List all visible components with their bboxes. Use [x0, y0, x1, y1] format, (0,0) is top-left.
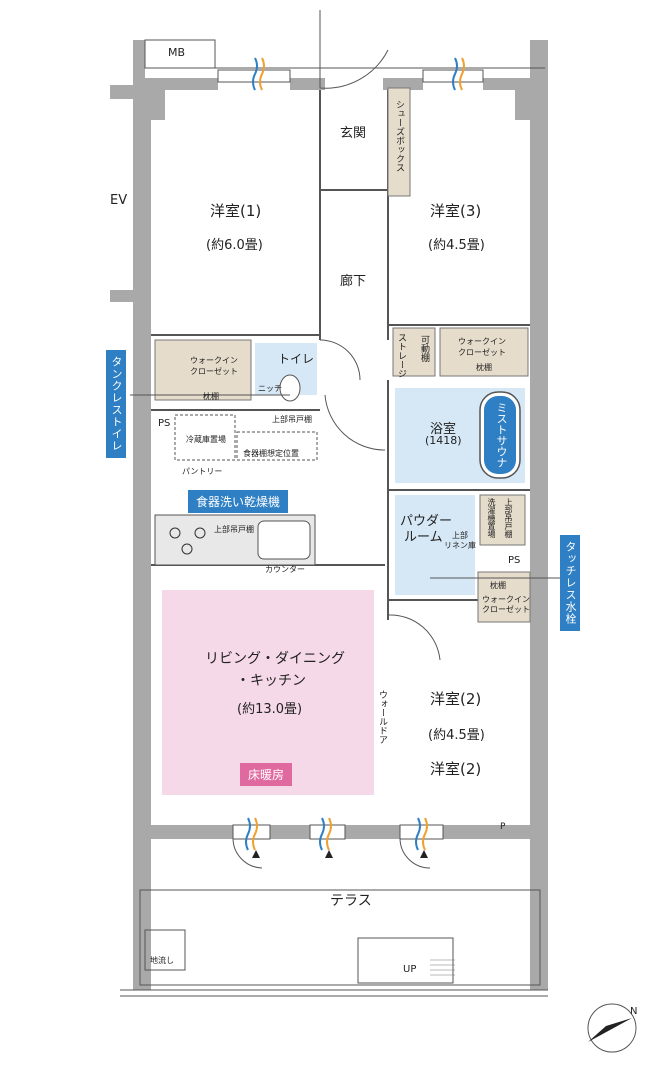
wic-top-label-1: ウォークイン	[458, 337, 506, 346]
wic-bottom	[477, 571, 531, 623]
western3-name: 洋室(3)	[430, 202, 482, 220]
up-label: UP	[403, 964, 417, 975]
western1-size: (約6.0畳)	[206, 238, 263, 253]
wic-left	[154, 339, 252, 401]
compass-icon: N	[587, 1003, 637, 1053]
bath-name: 浴室	[430, 422, 457, 437]
wic-top-shelf: 枕棚	[476, 363, 492, 372]
upper-cabinet-powder: 上部吊戸棚	[504, 498, 513, 538]
shoe-box	[387, 87, 411, 197]
upper-cabinet-kitchen: 上部吊戸棚	[214, 525, 254, 534]
western2-name: 洋室(2)	[430, 690, 482, 708]
powder-line1: パウダー	[400, 514, 453, 529]
western3-size: (約4.5畳)	[428, 238, 485, 253]
floor-heating-tag: 床暖房	[240, 763, 293, 786]
tankless-toilet-tag: タンクレストイレ	[106, 350, 126, 458]
hallway-label: 廊下	[340, 274, 367, 289]
wic-left-label-1: ウォークイン	[190, 356, 238, 365]
toilet-label: トイレ	[278, 352, 315, 366]
wic-top-right	[439, 327, 529, 377]
ldk-floor-heating-area	[162, 590, 374, 795]
terrace-label: テラス	[330, 893, 372, 909]
shoebox-label: シューズボックス	[394, 100, 404, 172]
wic-bottom-shelf: 枕棚	[490, 581, 506, 590]
svg-text:N: N	[630, 1006, 637, 1017]
stove-icon	[169, 527, 206, 555]
wic-bottom-label-2: クローゼット	[482, 605, 530, 614]
upper-linen-label: 上部	[452, 531, 468, 540]
sink-icon	[257, 520, 311, 560]
touchless-faucet-tag: タッチレス水栓	[560, 535, 580, 631]
fridge-label: 冷蔵庫置場	[186, 435, 226, 444]
ldk-name-2: ・キッチン	[236, 673, 306, 689]
movable-shelf-label: 可動棚	[419, 335, 429, 362]
mb-label: MB	[168, 46, 186, 59]
washer-area	[479, 494, 526, 546]
walls	[110, 40, 548, 990]
dishwasher-tag: 食器洗い乾燥機	[188, 490, 289, 513]
mist-sauna-tag: ミストサウナ	[495, 402, 508, 468]
wic-left-shelf: 枕棚	[203, 392, 219, 401]
p-mark: P	[500, 822, 506, 832]
wic-top-label-2: クローゼット	[458, 348, 506, 357]
ps-right: PS	[508, 555, 521, 566]
doors	[232, 10, 441, 869]
upper-cabinet-toilet: 上部吊戸棚	[272, 415, 312, 424]
dish-shelf-label: 食器棚想定位置	[243, 449, 299, 458]
niche-label: ニッチ	[258, 384, 282, 393]
bath-size: (1418)	[425, 434, 462, 447]
storage-label: ストレージ	[396, 333, 406, 378]
powder-line2: ルーム	[404, 530, 443, 545]
wic-bottom-label-1: ウォークイン	[482, 595, 530, 604]
pantry-label: パントリー	[182, 467, 223, 476]
terrace-outline	[120, 889, 548, 997]
washer-label: 洗濯機置場	[487, 498, 496, 538]
ps-left: PS	[158, 418, 171, 429]
western1-name: 洋室(1)	[210, 202, 262, 220]
floor-drain-label: 地流し	[150, 956, 174, 965]
counter-label: カウンター	[265, 565, 305, 574]
toilet-icon	[279, 374, 301, 402]
wic-left-label-2: クローゼット	[190, 367, 238, 376]
ldk-size: (約13.0畳)	[237, 702, 303, 717]
ev-label: EV	[110, 193, 128, 208]
western2-size: (約4.5畳)	[428, 728, 485, 743]
storage	[392, 327, 436, 377]
western2-name-repeat: 洋室(2)	[430, 760, 482, 778]
linen-storage-label: リネン庫	[444, 541, 476, 550]
entrance-label: 玄関	[340, 126, 367, 141]
air-vent-icon	[245, 57, 465, 851]
wall-door-label: ウォールドア	[377, 690, 387, 744]
ldk-name-1: リビング・ダイニング	[205, 651, 345, 667]
